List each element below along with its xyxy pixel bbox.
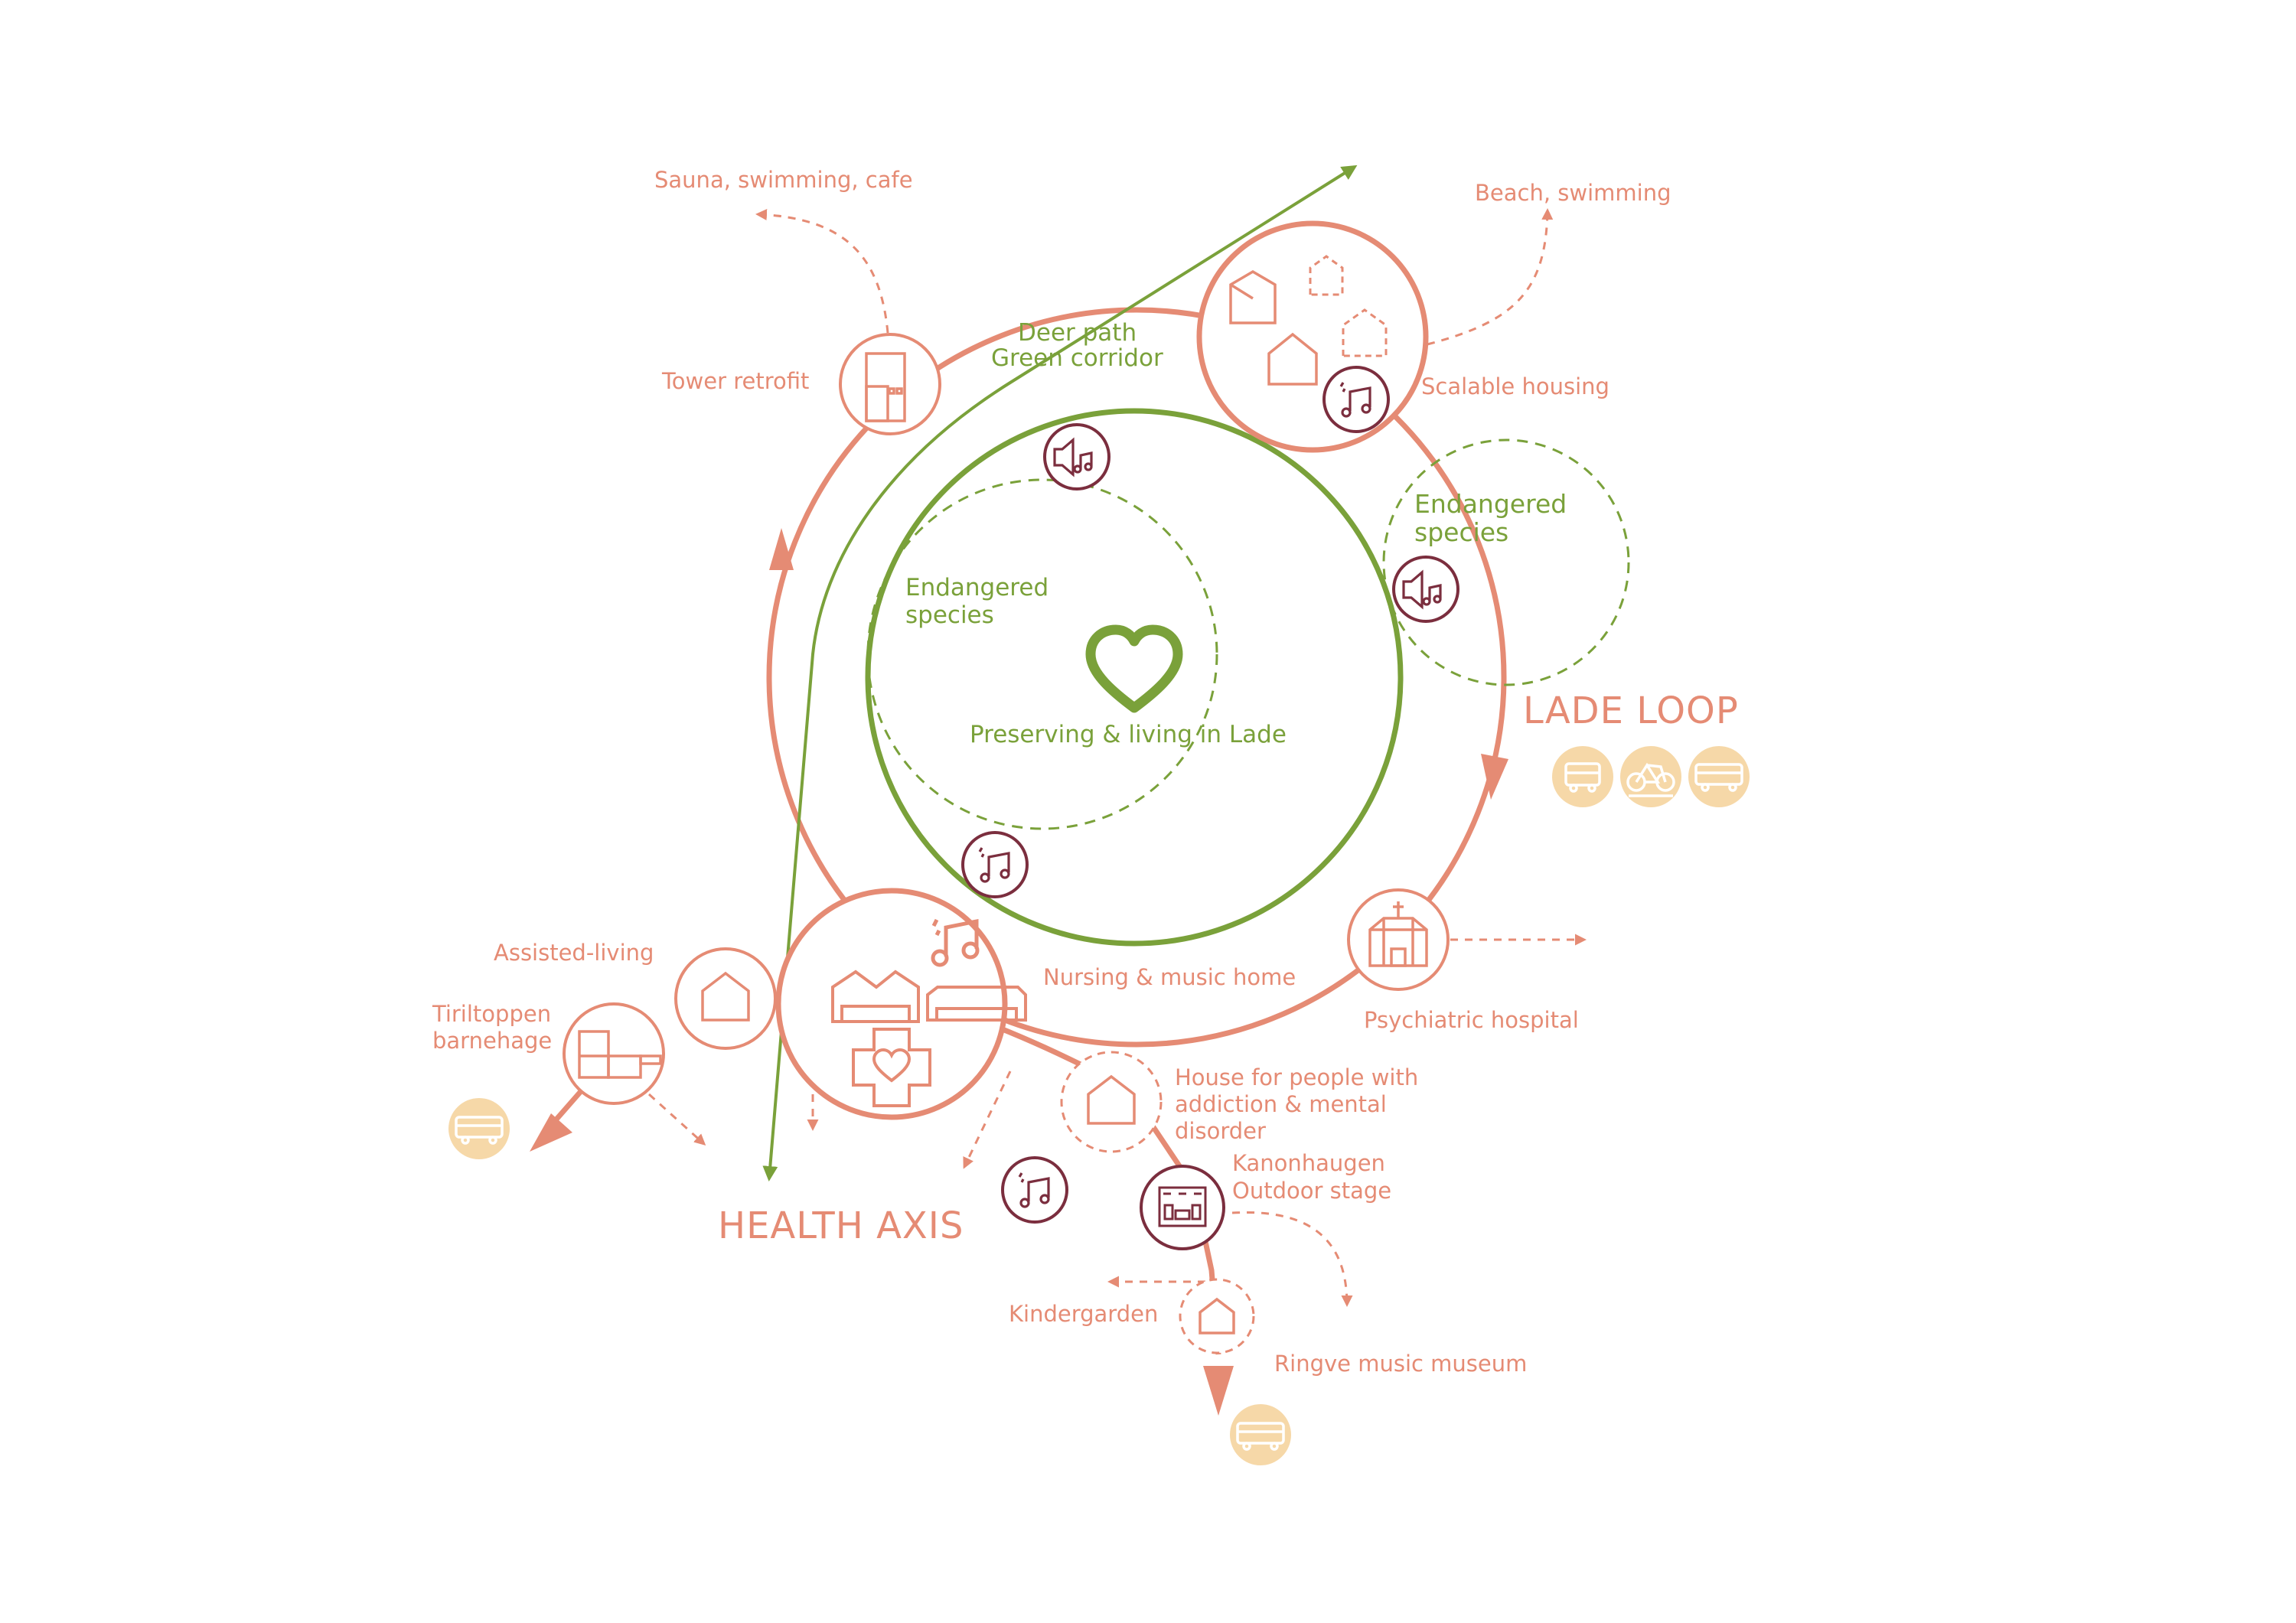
label-health-axis: HEALTH AXIS <box>718 1204 964 1247</box>
label-barnehage: barnehage <box>432 1028 552 1054</box>
label-outdoor-stage: Outdoor stage <box>1232 1178 1391 1204</box>
health-axis-arrow-left <box>530 1113 572 1152</box>
speaker-icon <box>1402 569 1442 610</box>
tower-icon <box>865 352 906 422</box>
label-house-3: disorder <box>1175 1118 1266 1144</box>
health-axis-arrow-left-line <box>553 1088 584 1123</box>
tiriltoppen-node[interactable] <box>563 1002 665 1105</box>
music-node-housing[interactable] <box>1322 366 1390 433</box>
loop-arrow-right <box>1481 754 1508 800</box>
speaker-icon <box>1053 437 1093 477</box>
music-icon <box>1339 382 1371 418</box>
house-icon <box>831 970 1027 1023</box>
speaker-node-right[interactable] <box>1392 556 1459 623</box>
tram-icon <box>1694 763 1743 792</box>
label-lade-loop: LADE LOOP <box>1523 689 1739 732</box>
addiction-house-node[interactable] <box>1060 1051 1163 1153</box>
house-icon <box>1087 1074 1136 1125</box>
dashed-arrow-nursing-diag <box>963 1071 1012 1169</box>
green-inner-ring <box>865 408 1404 947</box>
music-node-center[interactable] <box>961 831 1029 898</box>
endangered-dashed-right <box>1382 438 1630 686</box>
endangered-dashed-center <box>866 478 1218 830</box>
bus-badge-tiril <box>448 1098 510 1159</box>
house-icon <box>578 1030 662 1079</box>
music-icon <box>931 918 980 967</box>
tower-retrofit-node[interactable] <box>839 333 941 435</box>
house-icon <box>1199 1297 1235 1335</box>
church-icon <box>1368 901 1428 967</box>
tram-icon <box>455 1116 504 1145</box>
label-green-corridor: Green corridor <box>991 344 1163 372</box>
label-ringve: Ringve music museum <box>1274 1351 1527 1377</box>
tram-badge-loop <box>1688 746 1750 807</box>
label-psychiatric: Psychiatric hospital <box>1364 1007 1579 1033</box>
house-icon <box>1267 332 1318 386</box>
label-house-1: House for people with <box>1175 1064 1418 1090</box>
kanonhaugen-stage-node[interactable] <box>1140 1165 1225 1250</box>
label-beach: Beach, swimming <box>1475 180 1671 206</box>
house-icon <box>1229 269 1277 324</box>
music-icon <box>978 847 1010 883</box>
tram-icon <box>1236 1422 1285 1451</box>
music-icon <box>1018 1172 1050 1208</box>
label-tower-retrofit: Tower retrofit <box>661 368 809 394</box>
dashed-arrow-beach <box>1427 208 1554 346</box>
heart-icon <box>1085 624 1183 713</box>
bus-badge-loop <box>1552 746 1613 807</box>
dashed-arrow-ringve <box>1231 1211 1353 1307</box>
music-node-lower[interactable] <box>1001 1156 1068 1224</box>
dashed-arrow-sauna <box>755 209 889 334</box>
label-kindergarden: Kindergarden <box>1009 1301 1158 1327</box>
label-kanonhaugen: Kanonhaugen <box>1232 1150 1385 1176</box>
house-icon <box>701 971 750 1022</box>
house-icon <box>1342 308 1388 357</box>
hospital-cross-icon <box>852 1028 931 1107</box>
scalable-housing-node[interactable] <box>1196 220 1429 453</box>
label-endangered-right-2: species <box>1414 517 1508 547</box>
nursing-music-home-node[interactable] <box>775 888 1027 1120</box>
label-sauna: Sauna, swimming, cafe <box>654 167 913 193</box>
label-deer-path: Deer path <box>1018 319 1137 347</box>
label-endangered-center-2: species <box>905 601 994 629</box>
label-scalable-housing: Scalable housing <box>1421 373 1609 399</box>
bus-icon <box>1564 762 1601 793</box>
label-tiriltoppen: Tiriltoppen <box>432 1001 551 1027</box>
green-corridor-path <box>762 165 1358 1181</box>
stage-icon <box>1158 1186 1207 1227</box>
label-preserving: Preserving & living in Lade <box>970 721 1287 748</box>
label-endangered-right-1: Endangered <box>1414 489 1567 519</box>
health-axis-arrow-down <box>1203 1366 1234 1416</box>
speaker-node-top[interactable] <box>1043 423 1110 490</box>
house-icon <box>1309 255 1344 296</box>
bus-badge-bottom <box>1230 1404 1291 1465</box>
label-endangered-center-1: Endangered <box>905 574 1049 601</box>
label-house-2: addiction & mental <box>1175 1091 1387 1117</box>
label-nursing: Nursing & music home <box>1043 964 1296 990</box>
dashed-arrow-tiril <box>647 1093 706 1146</box>
bicycle-badge-loop <box>1620 746 1681 807</box>
label-assisted-living: Assisted-living <box>494 940 654 966</box>
assisted-living-node[interactable] <box>674 947 777 1050</box>
bicycle-icon <box>1626 762 1675 797</box>
psychiatric-hospital-node[interactable] <box>1347 888 1450 991</box>
kindergarden-node[interactable] <box>1179 1278 1255 1354</box>
